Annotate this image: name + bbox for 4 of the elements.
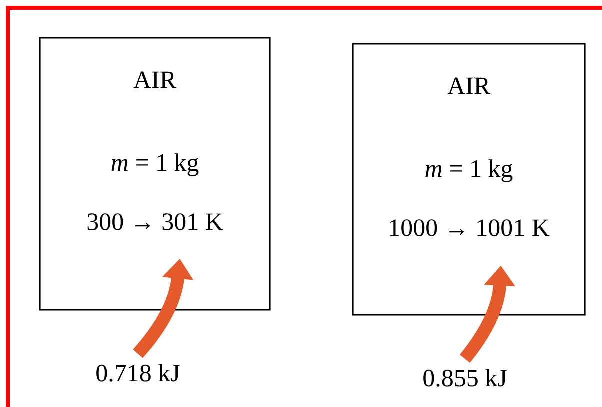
system-box: AIR m = 1 kg 1000 → 1001 K — [352, 43, 586, 316]
heat-label: 0.718 kJ — [96, 364, 180, 382]
system-box: AIR m = 1 kg 300 → 301 K — [39, 37, 271, 311]
heat-label: 0.855 kJ — [424, 369, 507, 387]
